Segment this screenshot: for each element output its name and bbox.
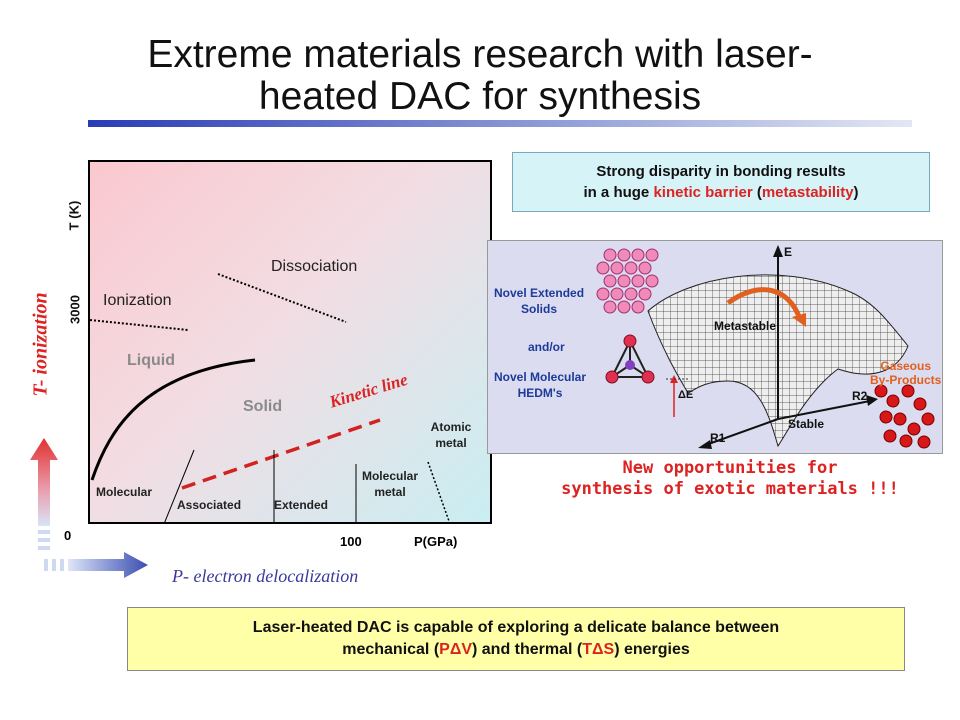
x-axis-unit: P(GPa) [414,534,458,549]
r2-axis-label: R2 [852,389,868,403]
laser-heated-dac-box: Laser-heated DAC is capable of exploring… [127,607,905,671]
dissociation-boundary [217,273,347,323]
delta-e-label: ΔE [678,389,694,401]
label-molecular-metal: Molecular metal [352,468,428,500]
phase-diagram [88,160,492,524]
novel-extended-solids: Novel Extended Solids [494,285,584,317]
label-extended: Extended [274,498,329,512]
new-opportunities-line-2: synthesis of exotic materials !!! [561,479,899,499]
x-tick-100: 100 [340,534,362,549]
title-line-1: Extreme materials research with laser- [147,33,813,76]
gaseous-by-products: Gaseous By-Products [870,359,941,387]
disparity-text-c: ( [752,184,762,201]
bottom-text-a: mechanical ( [342,641,440,658]
pdv-text: PΔV [439,641,472,658]
kinetic-barrier-text: kinetic barrier [653,184,753,201]
label-molecular-metal-line-2: metal [374,485,406,499]
r1-axis-label: R1 [710,431,726,445]
energy-landscape-figure: Novel Extended Solids and/or Novel Molec… [487,240,943,454]
gaseous-line-2: By-Products [870,373,942,387]
p-delocalization-label: P- electron delocalization [172,566,359,586]
label-molecular: Molecular [96,485,153,499]
separator-atomic-metal [427,461,451,522]
e-axis-label: E [784,245,793,259]
y-tick-3000: 3000 [67,295,83,324]
t-arrow-icon [30,438,58,550]
and-or-label: and/or [528,340,565,354]
y-tick-0: 0 [64,528,72,543]
separator-molecular-associated [164,449,195,522]
title-underline [88,120,912,127]
gaseous-line-1: Gaseous [880,359,932,373]
energy-landscape-graphic [596,245,935,449]
p-arrow-icon [44,552,148,578]
label-atomic-metal-line-1: Atomic [430,420,472,434]
disparity-line-2: in a huge kinetic barrier (metastability… [513,182,929,203]
bottom-text-c: ) and thermal ( [472,641,583,658]
slide-title: Extreme materials research with laser- h… [90,34,870,118]
label-solid: Solid [243,398,283,415]
new-opportunities-line-1: New opportunities for [622,458,838,478]
disparity-line-1: Strong disparity in bonding results [596,163,846,180]
novel-extended-line-2: Solids [521,302,558,316]
novel-molecular-line-2: HEDM's [517,386,563,400]
novel-extended-line-1: Novel Extended [494,286,585,300]
melting-curve [90,358,256,481]
disparity-text-a: in a huge [583,184,654,201]
label-associated: Associated [177,498,242,512]
novel-molecular-hedm: Novel Molecular HEDM's [494,369,586,401]
stable-label: Stable [788,417,825,431]
title-line-2: heated DAC for synthesis [258,75,702,118]
bonding-disparity-box: Strong disparity in bonding results in a… [512,152,930,212]
metastable-label: Metastable [714,319,777,333]
label-dissociation: Dissociation [271,258,358,275]
novel-molecular-line-1: Novel Molecular [494,370,587,384]
label-liquid: Liquid [127,352,175,369]
bottom-text-e: ) energies [614,641,690,658]
disparity-text-e: ) [853,184,859,201]
phase-diagram-lines [90,273,451,522]
ionization-boundary [90,319,189,331]
label-ionization: Ionization [103,292,172,309]
t-ionization-label: T- ionization [29,292,52,397]
tds-text: TΔS [582,641,615,658]
y-axis-unit: T (K) [66,200,82,231]
new-opportunities-text: New opportunities for synthesis of exoti… [520,458,940,500]
label-molecular-metal-line-1: Molecular [361,469,418,483]
kinetic-line [181,418,381,490]
metastability-text: metastability [761,184,854,201]
label-atomic-metal: Atomic metal [426,419,476,451]
bottom-line-1: Laser-heated DAC is capable of exploring… [252,619,780,636]
label-atomic-metal-line-2: metal [435,436,467,450]
bottom-line-2: mechanical (PΔV) and thermal (TΔS) energ… [128,639,904,661]
